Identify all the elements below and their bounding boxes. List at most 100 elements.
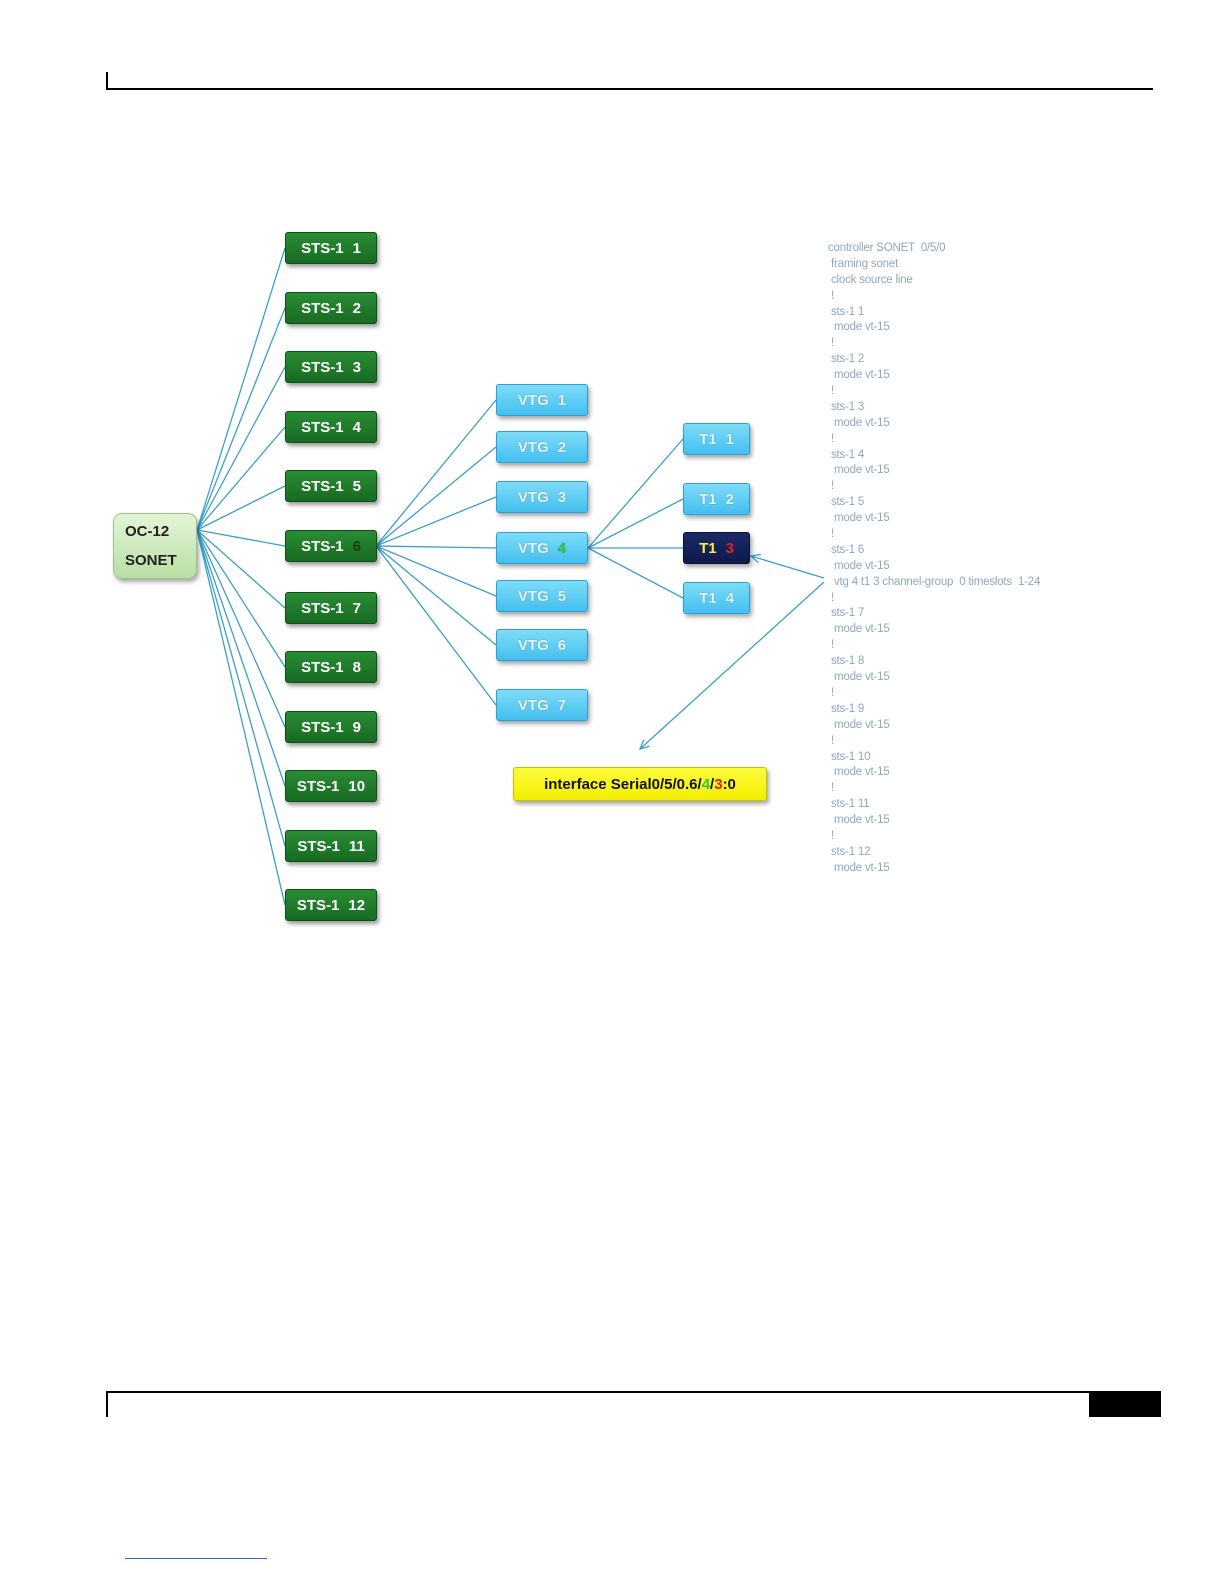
- config-line: mode vt-15: [828, 623, 890, 636]
- config-line: !: [828, 639, 834, 652]
- sts-node-7[interactable]: STS-1 7: [285, 592, 377, 624]
- root-to-sts-line: [196, 529, 286, 787]
- t1-label: T1: [699, 490, 717, 508]
- sts-label: STS-1: [301, 358, 344, 376]
- root-line2: SONET: [125, 552, 177, 569]
- config-line: !: [828, 686, 834, 699]
- config-line: !: [828, 734, 834, 747]
- sts-number: 5: [352, 477, 361, 495]
- config-to-interface-arrow-head: [638, 739, 650, 751]
- iface-t1: 3: [714, 775, 723, 793]
- config-line: mode vt-15: [828, 718, 890, 731]
- sts-label: STS-1: [297, 837, 340, 855]
- config-line: mode vt-15: [828, 814, 890, 827]
- config-line: !: [828, 829, 834, 842]
- root-to-sts-line: [196, 529, 286, 668]
- sts-number: 12: [348, 896, 366, 914]
- sts-number: 1: [352, 239, 361, 257]
- footer-rule-tick: [106, 1391, 108, 1417]
- config-line: sts-1 12: [828, 845, 871, 858]
- sts-number: 4: [352, 418, 361, 436]
- vtg-number: 6: [557, 636, 567, 654]
- config-line: sts-1 6: [828, 543, 865, 556]
- vtg-node-6[interactable]: VTG 6: [496, 629, 588, 661]
- vtg-node-2[interactable]: VTG 2: [496, 431, 588, 463]
- config-line: !: [828, 432, 834, 445]
- sts-node-5[interactable]: STS-1 5: [285, 470, 377, 502]
- config-line: mode vt-15: [828, 369, 890, 382]
- sts-label: STS-1: [301, 477, 344, 495]
- config-line: sts-1 1: [828, 305, 865, 318]
- oc12-sonet-node[interactable]: OC-12 SONET: [113, 513, 197, 579]
- iface-prefix: interface Serial0/5/0.6/: [544, 775, 702, 793]
- vtg-node-1[interactable]: VTG 1: [496, 384, 588, 416]
- root-to-sts-line: [196, 485, 286, 531]
- config-line: sts-1 10: [828, 750, 871, 763]
- sts-number: 2: [352, 299, 361, 317]
- root-to-sts-line: [196, 366, 286, 531]
- config-line: sts-1 8: [828, 655, 865, 668]
- iface-suffix: :0: [722, 775, 736, 793]
- sts-to-vtg-line: [375, 545, 497, 549]
- config-line: mode vt-15: [828, 766, 890, 779]
- vtg-label: VTG: [517, 587, 549, 605]
- vtg-label: VTG: [517, 539, 549, 557]
- root-to-sts-line: [196, 529, 286, 847]
- config-to-t1-arrow-head: [749, 553, 761, 564]
- config-line: sts-1 2: [828, 353, 865, 366]
- config-line: sts-1 4: [828, 448, 865, 461]
- vtg-number: 1: [557, 391, 567, 409]
- interface-serial-label[interactable]: interface Serial0/5/0.6/4/3:0: [513, 767, 767, 801]
- iface-vtg: 4: [701, 775, 711, 793]
- sts-to-vtg-line: [375, 446, 497, 547]
- vtg-label: VTG: [517, 438, 549, 456]
- vtg-number: 3: [557, 488, 567, 506]
- config-line: !: [828, 289, 834, 302]
- sts-node-6[interactable]: STS-1 6: [285, 530, 377, 562]
- sts-node-11[interactable]: STS-1 11: [285, 830, 377, 862]
- sts-label: STS-1: [301, 599, 344, 617]
- config-line: mode vt-15: [828, 321, 890, 334]
- root-to-sts-line: [196, 426, 286, 531]
- sts-label: STS-1: [301, 658, 344, 676]
- sts-number: 11: [348, 837, 365, 855]
- sts-number: 7: [352, 599, 361, 617]
- config-line: sts-1 3: [828, 400, 865, 413]
- sts-label: STS-1: [301, 718, 344, 736]
- config-line: !: [828, 782, 834, 795]
- vtg-number: 2: [557, 438, 567, 456]
- vtg-label: VTG: [517, 636, 549, 654]
- config-line: !: [828, 591, 834, 604]
- sts-to-vtg-line: [375, 496, 497, 547]
- config-line: sts-1 5: [828, 496, 865, 509]
- config-line: mode vt-15: [828, 559, 890, 572]
- config-line: mode vt-15: [828, 464, 890, 477]
- sts-number: 6: [352, 537, 361, 555]
- sts-label: STS-1: [301, 537, 344, 555]
- header-rule: [106, 88, 1153, 90]
- config-line: mode vt-15: [828, 671, 890, 684]
- config-line: mode vt-15: [828, 416, 890, 429]
- vtg-label: VTG: [517, 391, 549, 409]
- root-to-sts-line: [196, 529, 286, 906]
- controller-config-listing: controller SONET 0/5/0 framing sonet clo…: [828, 241, 1040, 877]
- config-line: sts-1 9: [828, 702, 865, 715]
- t1-number: 1: [725, 430, 734, 448]
- footer-link-underline[interactable]: [125, 1558, 267, 1559]
